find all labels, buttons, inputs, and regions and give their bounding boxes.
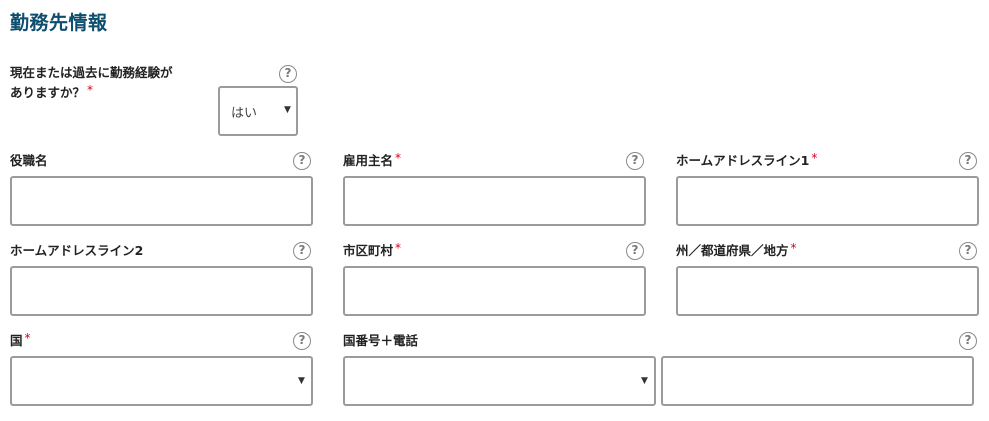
city-input[interactable] — [343, 266, 646, 316]
country-label: 国* — [10, 331, 31, 348]
phone-number-input[interactable] — [661, 356, 974, 406]
help-icon[interactable]: ? — [279, 65, 297, 83]
address-line2-input[interactable] — [10, 266, 313, 316]
employment-question-label: 現在または過去に勤務経験が ありますか？* — [10, 63, 173, 103]
section-title: 勤務先情報 — [10, 12, 108, 34]
required-mark: * — [87, 83, 94, 97]
required-mark: * — [395, 241, 402, 255]
address-line1-input[interactable] — [676, 176, 979, 226]
address-line2-label: ホームアドレスライン2 — [10, 243, 144, 258]
chevron-down-icon: ▼ — [298, 376, 305, 386]
phone-country-code-select[interactable]: ▼ — [343, 356, 656, 406]
phone-label: 国番号＋電話 — [343, 333, 419, 348]
help-icon[interactable]: ? — [626, 242, 644, 260]
employment-select-value: はい — [231, 106, 258, 121]
job-title-label: 役職名 — [10, 153, 48, 168]
state-label: 州／都道府県／地方* — [676, 241, 797, 258]
employment-question-line1: 現在または過去に勤務経験が — [10, 65, 173, 80]
job-title-input[interactable] — [10, 176, 313, 226]
employment-question-line2: ありますか？ — [10, 85, 86, 100]
help-icon[interactable]: ? — [293, 152, 311, 170]
help-icon[interactable]: ? — [959, 332, 977, 350]
help-icon[interactable]: ? — [293, 332, 311, 350]
address-line1-label: ホームアドレスライン1* — [676, 151, 818, 168]
employer-name-label: 雇用主名* — [343, 151, 402, 168]
country-select[interactable]: ▼ — [10, 356, 313, 406]
chevron-down-icon: ▼ — [284, 105, 291, 115]
required-mark: * — [395, 151, 402, 165]
state-input[interactable] — [676, 266, 979, 316]
employer-name-input[interactable] — [343, 176, 646, 226]
help-icon[interactable]: ? — [293, 242, 311, 260]
required-mark: * — [790, 241, 797, 255]
help-icon[interactable]: ? — [959, 152, 977, 170]
city-label: 市区町村* — [343, 241, 402, 258]
help-icon[interactable]: ? — [626, 152, 644, 170]
chevron-down-icon: ▼ — [641, 376, 648, 386]
required-mark: * — [24, 331, 31, 345]
employment-select[interactable]: はい ▼ — [218, 86, 298, 136]
help-icon[interactable]: ? — [959, 242, 977, 260]
required-mark: * — [811, 151, 818, 165]
